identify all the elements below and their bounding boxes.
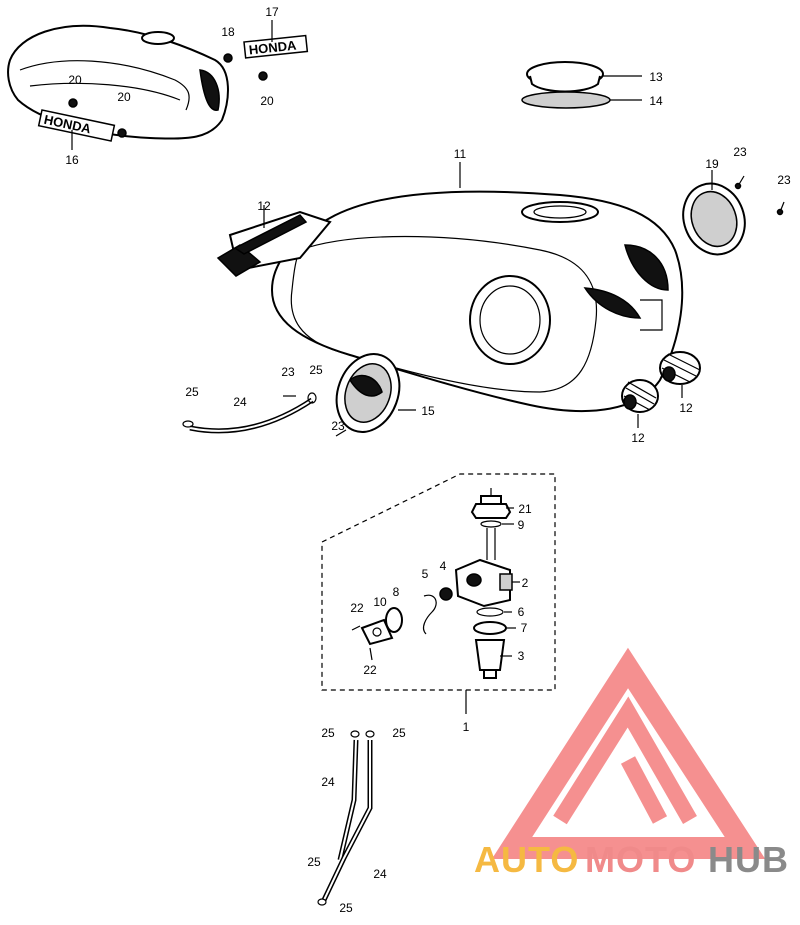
leader-lines [71,20,713,714]
fuel-cap [521,61,611,109]
fuel-valve-assembly [321,473,556,691]
callout-1: 1 [463,720,470,734]
callout-8: 8 [393,585,400,599]
callout-25f: 25 [339,901,353,915]
knee-rubber-12b [621,379,659,413]
callout-25c: 25 [321,726,335,740]
callout-20d: 20 [117,90,131,104]
watermark-logo [491,647,766,859]
callout-11: 11 [454,147,467,161]
main-fuel-tank [270,190,684,413]
callout-22a: 22 [350,601,364,615]
watermark-moto: MOTO [585,839,696,880]
callout-6: 6 [518,605,525,619]
callout-labels: 11 13 14 12 19 23 23 15 12 12 17 18 20 2… [65,5,791,915]
watermark-auto: AUTO [474,839,579,880]
callout-23d: 23 [331,419,345,433]
svg-text:HONDA: HONDA [248,38,298,58]
callout-21: 21 [518,502,532,516]
callout-4: 4 [440,559,447,573]
callout-23a: 23 [733,145,747,159]
callout-7: 7 [521,621,528,635]
clip-25e [317,898,327,906]
callout-20a: 18 [221,25,235,39]
cover-plate-18 [682,182,746,256]
callout-22b: 22 [363,663,377,677]
callout-16: 15 [421,404,435,418]
callout-14: 13 [649,70,663,84]
callout-25e: 25 [307,855,321,869]
callout-15: 14 [649,94,663,108]
callout-19: 17 [265,5,279,19]
knee-rubber-12a [659,351,701,385]
callout-10: 10 [373,595,387,609]
screw-20a [223,53,233,63]
screw-20c [68,98,78,108]
callout-25d: 25 [392,726,406,740]
callout-25a: 25 [185,385,199,399]
callout-9: 9 [518,518,525,532]
callout-24c: 24 [373,867,387,881]
callout-23b: 23 [777,173,791,187]
callout-20c: 20 [68,73,82,87]
callout-17: 16 [65,153,79,167]
callout-2: 2 [522,576,529,590]
emblem-19: HONDA [243,34,309,59]
callout-12a: 12 [679,401,693,415]
callout-23c: 23 [281,365,295,379]
screw-20d [117,128,127,138]
callout-25b: 25 [309,363,323,377]
callout-3: 3 [518,649,525,663]
callout-18: 19 [705,157,719,171]
watermark-hub: HUB [708,839,789,880]
mount-bracket-13 [216,210,332,277]
callout-12b: 12 [631,431,645,445]
callout-13: 12 [257,199,271,213]
callout-20b: 20 [260,94,274,108]
screw-23d [335,429,347,437]
screw-20b [258,71,268,81]
callout-5: 5 [422,567,429,581]
clip-25a [182,420,194,428]
clip-25d [365,730,375,738]
small-fuel-tank [7,24,229,140]
clip-25b [307,392,317,404]
side-emblem-16 [335,353,401,433]
clip-25c [350,730,360,738]
callout-24b: 24 [321,775,335,789]
watermark-text: AUTO MOTO HUB [474,839,789,880]
callout-24a: 24 [233,395,247,409]
